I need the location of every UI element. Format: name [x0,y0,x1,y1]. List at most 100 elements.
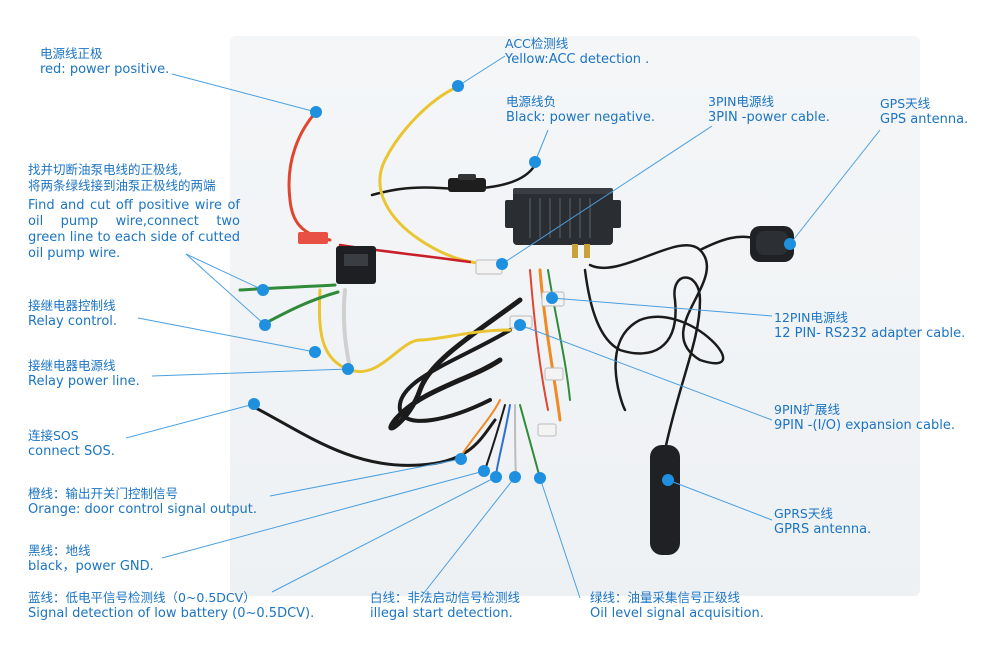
fuse-holder [448,174,486,192]
leader-blue [271,476,497,593]
label-power-positive-en: red: power positive. [40,62,170,77]
leader-sos [125,403,255,439]
leader-3pin [501,125,713,265]
leader-black [161,470,485,559]
label-gprs: GPRS天线 GPRS antenna. [774,506,871,538]
wire-orange-signal [459,399,501,459]
label-power-negative-en: Black: power negative. [506,110,655,125]
dot-acc [452,80,464,92]
label-12pin-zh: 12PIN电源线 [774,310,848,325]
dot-blue [490,471,502,483]
dot-white [509,471,521,483]
gps-antenna [750,226,794,262]
multicolor-bundle-b [547,269,571,401]
label-3pin: 3PIN电源线 3PIN -power cable. [708,94,830,126]
label-orange-en: Orange: door control signal output. [28,502,257,517]
gps-cable [588,243,725,412]
dot-9pin [514,319,526,331]
dot-gprs [662,474,674,486]
leader-relay-power [151,368,349,377]
gprs-cable [583,268,702,452]
label-sos-zh: 连接SOS [28,428,79,443]
yellow-relay-wire [317,288,512,374]
leader-acc [457,55,506,87]
label-green-zh: 绿线：油量采集信号正级线 [590,590,741,605]
leader-lines [125,55,881,599]
black-harness-loop-left2 [397,328,512,423]
label-blue-en: Signal detection of low battery (0~0.5DC… [28,606,315,621]
dot-gps [784,238,796,250]
wire-blue-signal [495,404,511,476]
label-white-en: illegal start detection. [370,606,513,621]
pointer-dots [248,80,796,486]
green-wire-1 [238,283,337,292]
label-oil-cut-en: Find and cut off positive wire of oil pu… [28,198,240,261]
label-black-gnd: 黑线：地线 black，power GND. [28,543,154,575]
wire-green-signal [519,404,541,479]
label-gprs-zh: GPRS天线 [774,506,833,521]
leader-power-positive [171,73,317,113]
leader-gps [789,129,881,245]
label-3pin-zh: 3PIN电源线 [708,94,775,109]
wire-black-signal [484,404,506,471]
red-power-wire [287,110,332,242]
label-black-gnd-en: black，power GND. [28,559,154,574]
dot-black [478,465,490,477]
dot-relay-control [309,346,321,358]
label-9pin-en: 9PIN -(I/O) expansion cable. [774,418,955,433]
dot-3pin [496,258,508,270]
label-relay-control-en: Relay control. [28,314,118,329]
label-gps-zh: GPS天线 [880,96,931,111]
green-wire-2 [260,290,340,327]
yellow-acc-wire [378,86,492,267]
label-relay-control: 接继电器控制线 Relay control. [28,298,117,330]
label-sos-en: connect SOS. [28,444,115,459]
label-power-positive-zh: 电源线正极 [40,46,103,61]
label-relay-power: 接继电器电源线 Relay power line. [28,358,140,390]
leader-12pin [551,297,773,317]
label-relay-power-zh: 接继电器电源线 [28,358,116,373]
white-relay-wire [341,288,352,370]
label-power-negative-zh: 电源线负 [506,94,557,109]
label-relay-control-zh: 接继电器控制线 [28,298,116,313]
dot-power-negative [529,156,541,168]
dot-orange [455,453,467,465]
label-gps-en: GPS antenna. [880,112,969,127]
label-blue-zh: 蓝线：低电平信号检测线（0~0.5DCV） [28,590,256,605]
label-power-positive: 电源线正极 red: power positive. [40,46,169,78]
label-oil-cut-zh2: 将两条绿线接到油泵正极线的两端 [28,178,216,193]
leader-oil-2 [185,253,266,326]
leader-9pin [519,324,773,421]
leader-white [419,476,516,599]
label-gps: GPS天线 GPS antenna. [880,96,968,128]
label-green-en: Oil level signal acquisition. [590,606,764,621]
label-3pin-en: 3PIN -power cable. [708,110,830,125]
dot-green [534,472,546,484]
label-orange: 橙线：输出开关门控制信号 Orange: door control signal… [28,486,257,518]
label-power-negative: 电源线负 Black: power negative. [506,94,655,126]
leader-oil-1 [185,253,264,291]
black-power-negative [370,163,537,197]
label-oil-cut: 找并切断油泵电线的正极线, 将两条绿线接到油泵正极线的两端 Find and c… [28,162,240,262]
label-white: 白线：非法启动信号检测线 illegal start detection. [370,590,520,622]
leader-green [539,477,581,599]
label-green: 绿线：油量采集信号正级线 Oil level signal acquisitio… [590,590,764,622]
label-orange-zh: 橙线：输出开关门控制信号 [28,486,179,501]
dot-sos [248,398,260,410]
label-acc: ACC检测线 Yellow:ACC detection . [505,36,649,68]
label-12pin-en: 12 PIN- RS232 adapter cable. [774,326,966,341]
dot-relay-power [342,363,354,375]
dot-oil-1 [257,284,269,296]
leader-gprs [667,479,773,521]
label-9pin: 9PIN扩展线 9PIN -(I/O) expansion cable. [774,402,955,434]
label-oil-cut-zh1: 找并切断油泵电线的正极线, [28,162,182,177]
label-acc-en: Yellow:ACC detection . [505,52,650,67]
black-cable-sos [248,403,497,467]
label-acc-zh: ACC检测线 [505,36,569,51]
orange-bundle [538,268,562,422]
label-12pin: 12PIN电源线 12 PIN- RS232 adapter cable. [774,310,965,342]
multicolor-bundle-a [529,269,549,411]
black-harness-loop-left [388,297,523,431]
